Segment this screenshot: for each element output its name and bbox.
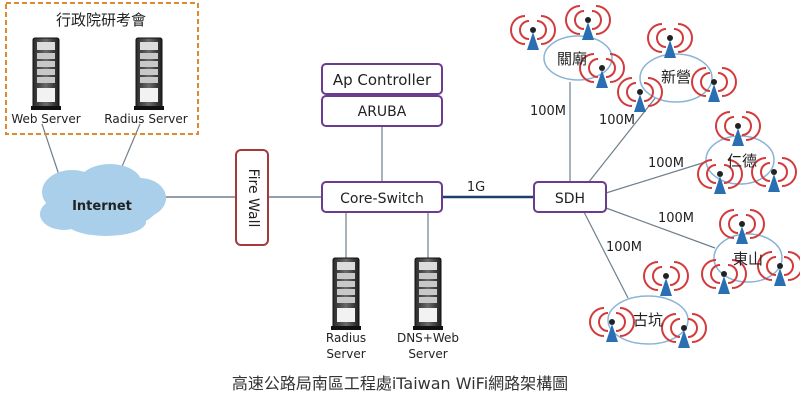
aruba-box bbox=[321, 95, 443, 127]
radius-server-bottom-label-1: Radius bbox=[326, 331, 366, 345]
web-server-label: Web Server bbox=[11, 112, 80, 126]
dns-web-server-icon bbox=[412, 257, 444, 331]
agency-group-label: 行政院研考會 bbox=[56, 11, 146, 29]
site-label-xinying: 新營 bbox=[661, 68, 691, 86]
sdh-label: SDH bbox=[555, 191, 585, 207]
core-switch-box bbox=[321, 181, 443, 213]
site-label-dongshan: 東山 bbox=[733, 250, 763, 268]
site-label-guanmiao: 關廟 bbox=[557, 50, 587, 68]
radius-server-bottom-label-2: Server bbox=[326, 347, 365, 361]
dns-web-server-label-2: Server bbox=[408, 347, 447, 361]
site-cloud-dongshan: 東山 bbox=[701, 209, 800, 295]
antenna-icon bbox=[510, 15, 556, 51]
link-sdh-xinying bbox=[587, 91, 661, 184]
connections bbox=[41, 82, 716, 299]
diagram-caption: 高速公路局南區工程處iTaiwan WiFi網路架構圖 bbox=[232, 374, 568, 393]
link-sdh-gukeng bbox=[583, 211, 629, 299]
dns-web-server-label-1: DNS+Web bbox=[397, 331, 459, 345]
radius-server-bottom-icon bbox=[330, 257, 362, 331]
site-cloud-xinying: 新營 bbox=[617, 23, 737, 113]
ap-controller-box bbox=[321, 63, 443, 95]
site-cloud-guanmiao: 關廟 bbox=[510, 5, 625, 89]
internet-cloud bbox=[40, 164, 166, 236]
uplink-speed-label: 1G bbox=[467, 180, 485, 195]
sdh-box bbox=[533, 181, 607, 213]
firewall-box bbox=[235, 149, 269, 246]
agency-group-box bbox=[5, 2, 199, 135]
firewall-label: Fire Wall bbox=[245, 169, 261, 228]
site-cloud-rende: 仁德 bbox=[697, 111, 797, 195]
antenna-icon bbox=[647, 23, 693, 59]
site-label-gukeng: 古坑 bbox=[633, 311, 663, 329]
link-web-server-internet bbox=[41, 123, 61, 179]
speed-label-dongshan: 100M bbox=[658, 211, 694, 226]
link-sdh-dongshan bbox=[605, 207, 716, 249]
web-server-icon bbox=[30, 37, 62, 111]
speed-label-rende: 100M bbox=[648, 156, 684, 171]
speed-label-xinying: 100M bbox=[599, 113, 635, 128]
speed-label-guanmiao: 100M bbox=[530, 104, 566, 119]
radius-server-top-label: Radius Server bbox=[104, 112, 187, 126]
radius-server-top-icon bbox=[133, 37, 165, 111]
internet-label: Internet bbox=[72, 199, 132, 214]
link-sdh-rende bbox=[605, 159, 713, 194]
site-label-rende: 仁德 bbox=[727, 152, 757, 170]
site-cloud-gukeng: 古坑 bbox=[589, 261, 707, 349]
core-switch-label: Core-Switch bbox=[340, 191, 424, 207]
ap-controller-label: Ap Controller bbox=[333, 71, 432, 89]
aruba-label: ARUBA bbox=[358, 104, 407, 120]
speed-label-gukeng: 100M bbox=[606, 240, 642, 255]
antenna-icon bbox=[565, 5, 611, 41]
antenna-icon bbox=[643, 261, 689, 297]
